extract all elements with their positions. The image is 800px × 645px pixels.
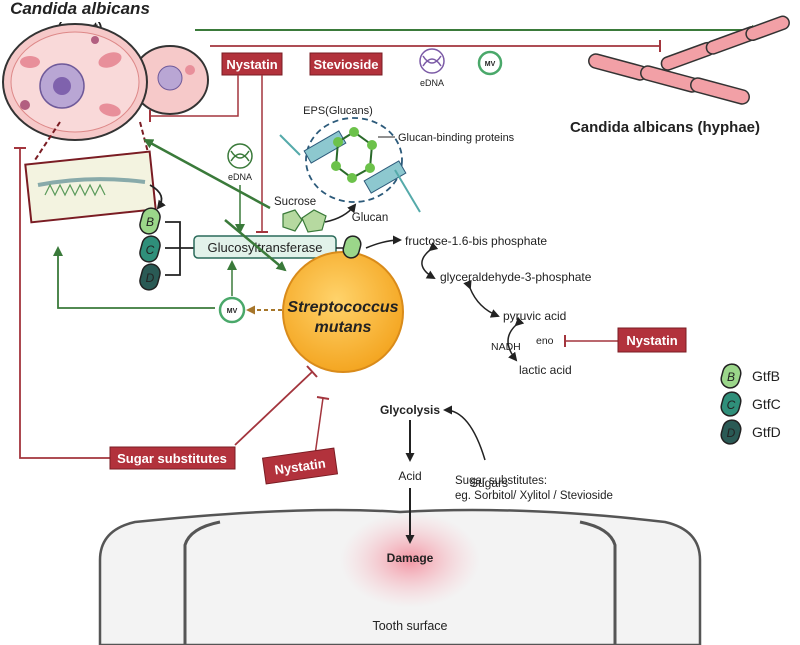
- gtf-d-icon: D: [139, 263, 161, 291]
- svg-text:EPS(Glucans): EPS(Glucans): [303, 105, 373, 117]
- candida-hyphae-title: Candida albicans (hyphae): [570, 119, 760, 136]
- svg-text:Sucrose: Sucrose: [274, 196, 316, 208]
- eno-label: eno: [536, 335, 554, 347]
- damage-label: Damage: [387, 551, 434, 565]
- stevioside-box-top: Stevioside: [309, 52, 383, 76]
- mv-to-cellwall-arrow: [53, 246, 215, 309]
- tooth-surface-label: Tooth surface: [372, 619, 447, 633]
- nystatin-box-top: Nystatin: [221, 52, 283, 76]
- svg-text:C: C: [727, 398, 736, 412]
- glucan-label: Glucan: [352, 212, 388, 224]
- svg-text:Nystatin: Nystatin: [274, 455, 327, 477]
- svg-text:D: D: [146, 271, 155, 285]
- sucrose-illustration: Sucrose: [274, 196, 327, 233]
- mv-icon-top: MV: [477, 50, 503, 76]
- fructose-label: fructose-1.6-bis phosphate: [405, 234, 547, 248]
- edna-icon-middle: eDNA: [227, 143, 253, 182]
- svg-text:MV: MV: [227, 308, 238, 315]
- legend: B GtfB C GtfC D GtfD: [720, 363, 781, 445]
- nystatin-to-yeast-line: [150, 75, 239, 117]
- hyphae-illustration: [588, 15, 790, 105]
- tooth-surface: Damage Tooth surface: [98, 508, 702, 645]
- legend-gtfd: GtfD: [752, 424, 781, 440]
- nystatin-box-right: Nystatin: [617, 327, 687, 353]
- edna-icon-top: eDNA: [419, 48, 445, 88]
- svg-text:Nystatin: Nystatin: [226, 57, 277, 72]
- svg-text:C: C: [146, 243, 155, 257]
- svg-text:mutans: mutans: [315, 319, 372, 336]
- nystatin-box-bottom: Nystatin: [261, 447, 339, 485]
- svg-text:eDNA: eDNA: [228, 172, 252, 182]
- gtf-c-icon: C: [139, 235, 161, 263]
- cell-wall-detail: [24, 121, 157, 224]
- glycolysis-label: Glycolysis: [380, 403, 440, 417]
- lactic-acid-label: lactic acid: [519, 363, 572, 377]
- pyruvic-acid-label: pyruvic acid: [503, 309, 566, 323]
- yeast-cell-illustration: [2, 23, 209, 141]
- legend-gtfc: GtfC: [752, 396, 781, 412]
- sugar-substitutes-note-1: Sugar substitutes:: [455, 475, 547, 487]
- sm-to-yeast-arrow: [143, 138, 271, 210]
- glucan-binding-proteins-label: Glucan-binding proteins: [398, 132, 515, 144]
- svg-text:Sugar substitutes: Sugar substitutes: [117, 451, 227, 466]
- gtf-b-icon: B: [139, 207, 161, 235]
- svg-text:Glucosyltransferase: Glucosyltransferase: [208, 240, 323, 255]
- nadh-label: NADH: [491, 341, 521, 353]
- eps-glucans-illustration: EPS(Glucans): [279, 105, 421, 213]
- streptococcus-mutans-cell: Streptococcus mutans: [282, 235, 404, 373]
- candida-yeast-title: Candida albicans: [10, 0, 150, 18]
- svg-text:B: B: [727, 370, 735, 384]
- svg-text:eDNA: eDNA: [420, 78, 444, 88]
- svg-text:MV: MV: [485, 61, 496, 68]
- glucosyltransferase-box: Glucosyltransferase: [193, 235, 337, 259]
- svg-text:Streptococcus: Streptococcus: [287, 299, 398, 316]
- svg-text:B: B: [146, 215, 154, 229]
- sugar-substitutes-box: Sugar substitutes: [109, 446, 236, 470]
- svg-text:Nystatin: Nystatin: [626, 333, 677, 348]
- sugars-label: Sugars: [470, 476, 508, 490]
- glyceraldehyde-label: glyceraldehyde-3-phosphate: [440, 270, 592, 284]
- legend-gtfb: GtfB: [752, 368, 780, 384]
- sugar-substitutes-note-2: eg. Sorbitol/ Xylitol / Stevioside: [455, 490, 613, 502]
- candida-to-sm-arrow: [224, 219, 287, 272]
- svg-text:Stevioside: Stevioside: [313, 57, 378, 72]
- damage-glow: [340, 512, 480, 608]
- mv-icon-middle: MV: [218, 296, 246, 324]
- svg-text:D: D: [727, 426, 736, 440]
- acid-label: Acid: [398, 469, 421, 483]
